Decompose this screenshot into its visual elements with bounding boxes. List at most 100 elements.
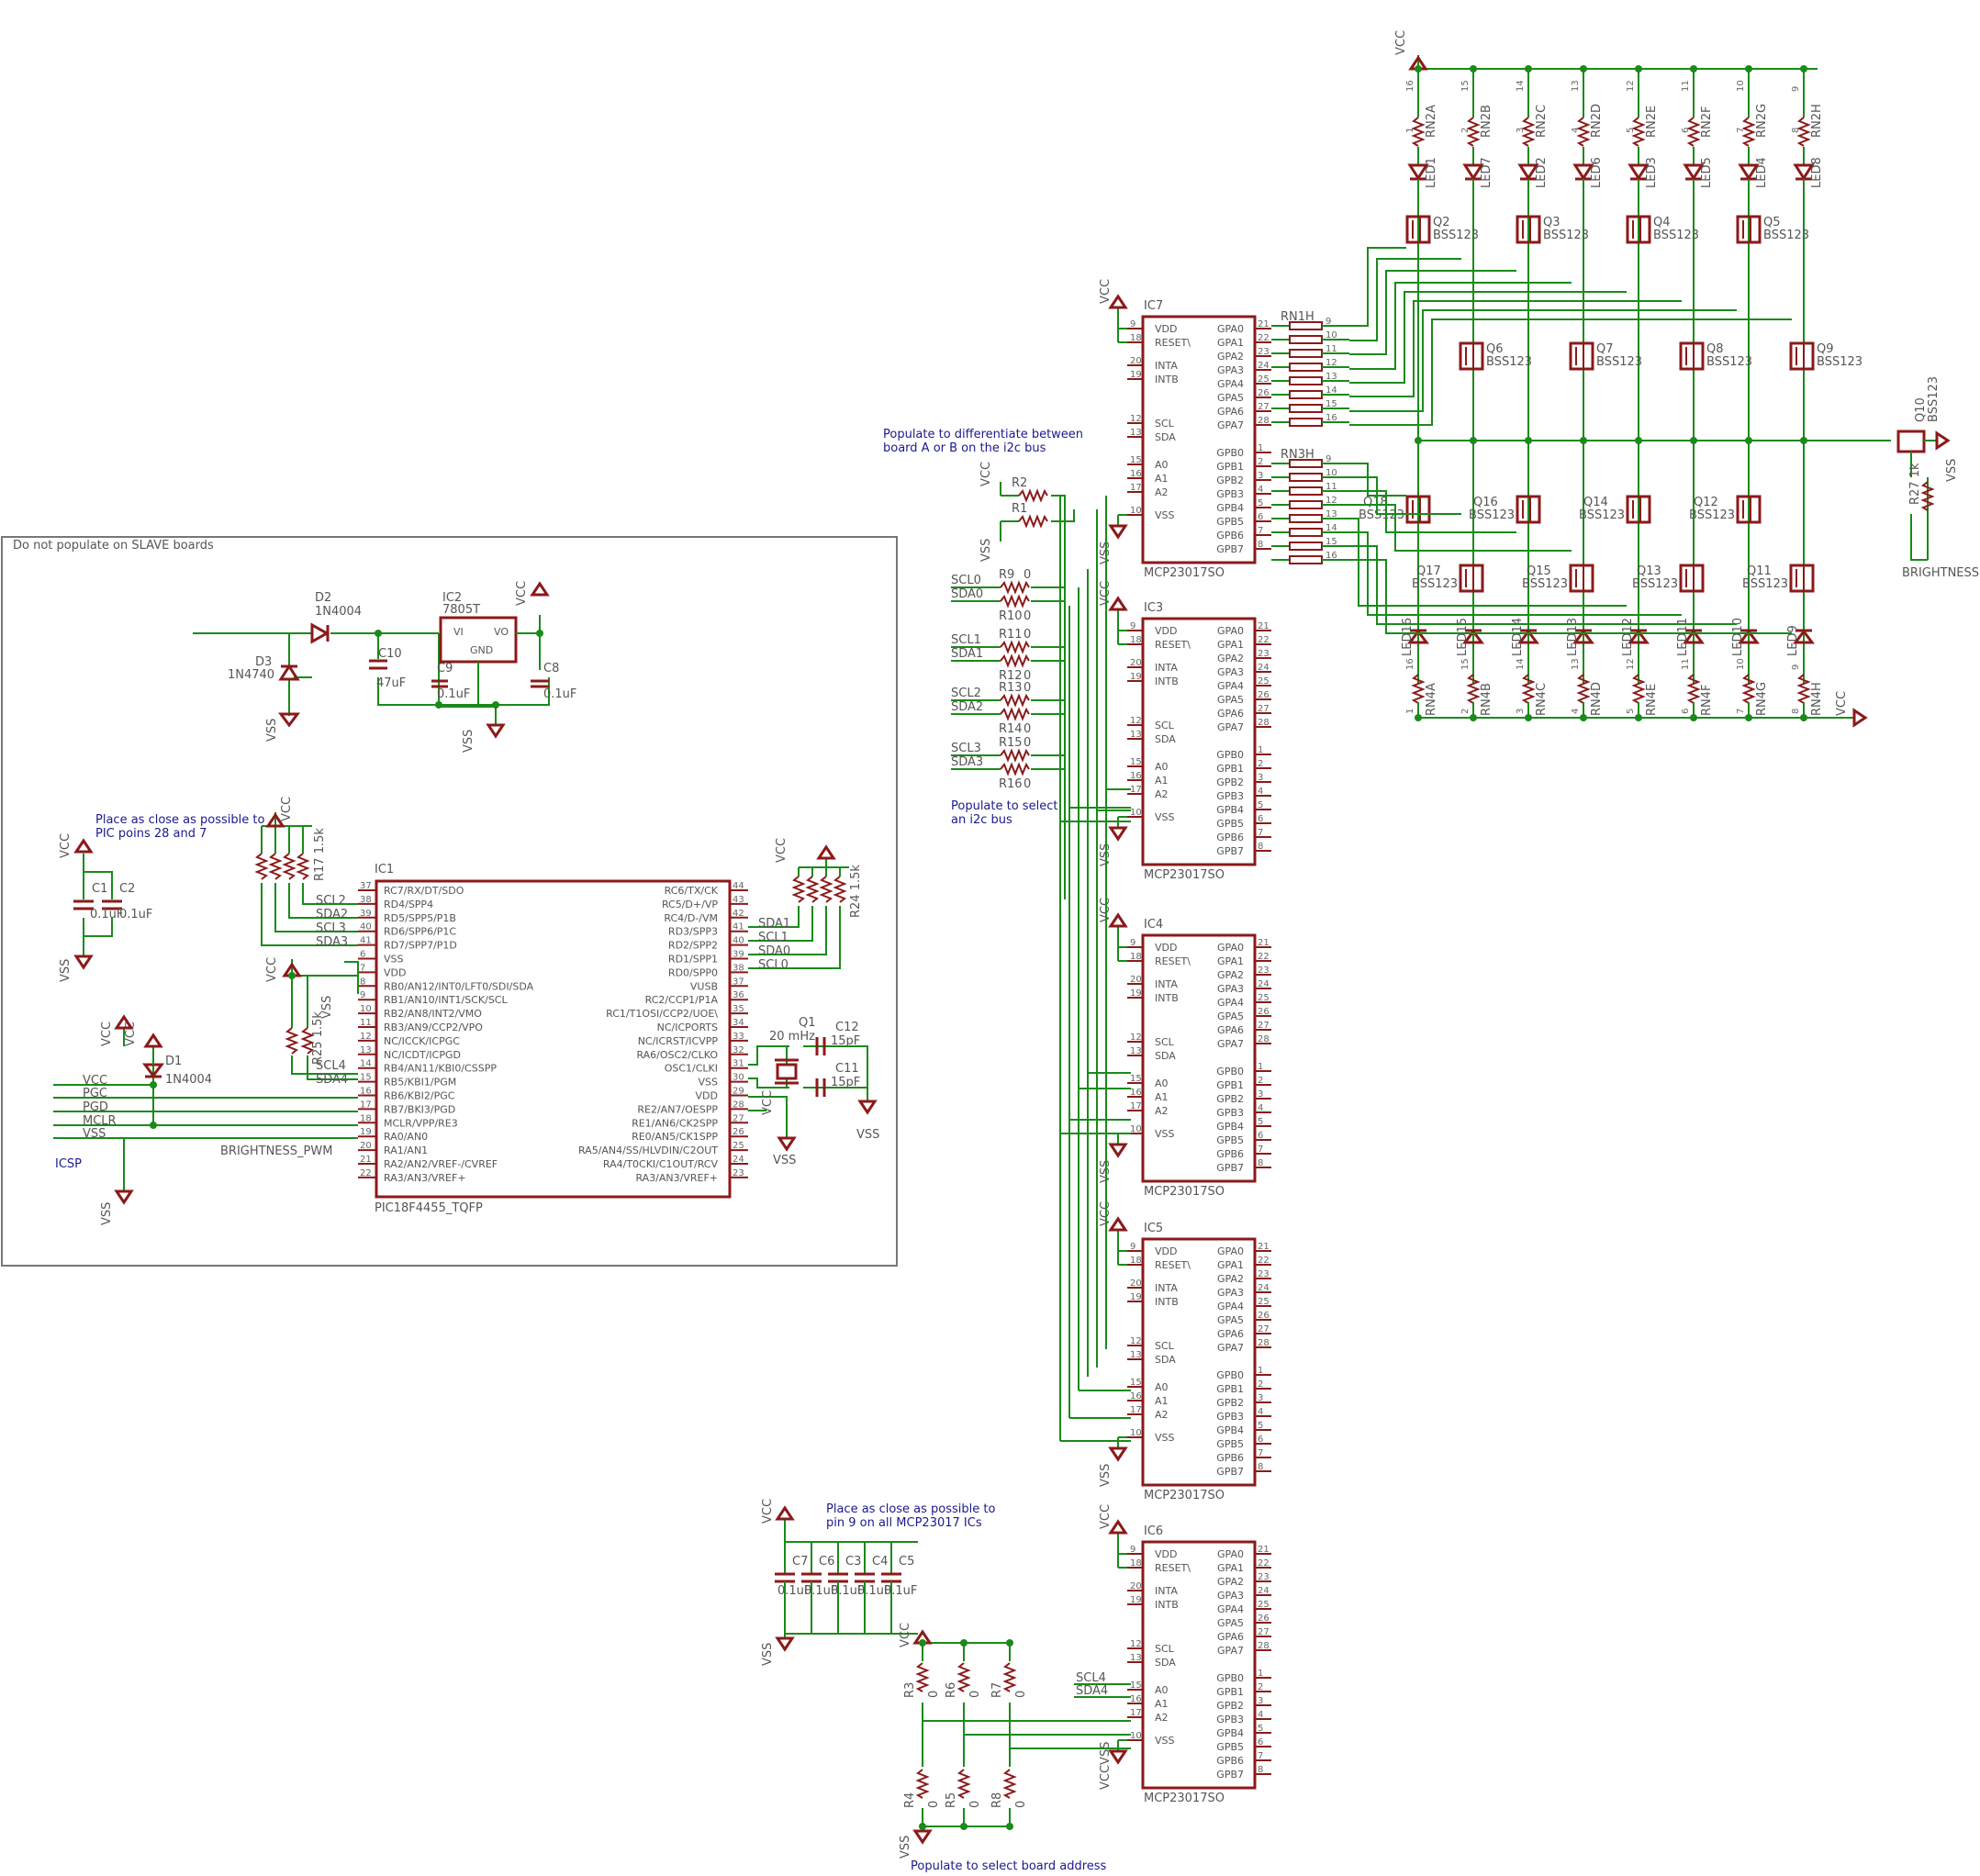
pic-pin-name: RA6/OSC2/CLKO	[636, 1049, 718, 1061]
resistor	[1576, 117, 1591, 147]
rn-pin: 2	[1460, 709, 1471, 714]
i2c-res-ref: R14	[999, 722, 1023, 736]
mcp-pin-number: 17	[1130, 483, 1142, 493]
rn-element	[1289, 486, 1323, 496]
mcp-pin-name: A1	[1155, 473, 1169, 485]
c8-val: 0.1uF	[543, 687, 576, 701]
mcp-pin-name: A1	[1155, 1091, 1169, 1103]
mosfet-value: BSS123	[1596, 355, 1642, 369]
mcp-pin-name: GPB1	[1216, 763, 1244, 775]
mcp-pin-name: GPA3	[1217, 364, 1244, 376]
mcp-pin-number: 20	[1130, 356, 1142, 366]
resistor	[1686, 117, 1701, 147]
led-ref: LED10	[1731, 618, 1745, 656]
rn-net-ref: RN1H	[1281, 310, 1314, 324]
mcp-pin-number: 2	[1258, 457, 1263, 467]
mcp-pin-name: GPB6	[1216, 832, 1244, 843]
pic-pin-name: RA5/AN4/SS/HLVDIN/C2OUT	[578, 1145, 718, 1156]
i2c-res-val: 0	[1024, 736, 1031, 750]
mcp-pin-number: 4	[1258, 485, 1263, 495]
mcp-pin-name: GPB2	[1216, 475, 1244, 486]
mcp-pin-number: 12	[1130, 1336, 1142, 1346]
mcp-pin-number: 4	[1258, 1103, 1263, 1113]
mcp-pin-number: 15	[1130, 1074, 1142, 1084]
rn-pin: 5	[1626, 128, 1636, 133]
mcp-pin-number: 25	[1258, 676, 1270, 687]
i2c-res-val: 0	[1024, 777, 1031, 791]
i2c-net-label: SCL0	[951, 574, 981, 587]
note-pic-2: PIC poins 28 and 7	[95, 827, 207, 841]
mcp-pin-number: 13	[1130, 1046, 1142, 1056]
vss-arrow	[1108, 524, 1128, 540]
cap-val: 0.1uF	[777, 1584, 811, 1598]
resistor	[1466, 117, 1481, 147]
led-icon	[1462, 163, 1484, 181]
resistor	[1631, 117, 1646, 147]
rn-pin: 10	[1736, 658, 1746, 670]
pic-pin-number: 14	[360, 1059, 372, 1069]
mcp-pin-number: 9	[1130, 938, 1135, 948]
brightness-net: BRIGHTNESS	[1902, 566, 1979, 580]
pic-pin-name: RC7/RX/DT/SDO	[384, 885, 464, 897]
c12-val: 15pF	[831, 1034, 860, 1048]
mcp-pin-number: 24	[1258, 361, 1270, 371]
rn-ref: RN2D	[1590, 104, 1604, 138]
mcp-pin-name: GPA0	[1217, 942, 1244, 954]
mcp-value: MCP23017SO	[1144, 566, 1225, 580]
d3-val: 1N4740	[228, 668, 274, 682]
net-sda4: SDA4	[316, 1073, 348, 1087]
mcp-vss: VCCVSS	[1099, 1742, 1113, 1790]
mcp-pin-name: GPA6	[1217, 1024, 1244, 1036]
rn-pin: 9	[1791, 664, 1801, 670]
ic2-vo: VO	[494, 626, 509, 638]
pic-vcc: VCC	[265, 957, 279, 982]
pic-pin-name: VSS	[699, 1077, 719, 1089]
rn-pin: 12	[1626, 658, 1636, 670]
pic-pin-number: 36	[733, 990, 744, 1000]
mcp-pin-number: 21	[1258, 1242, 1270, 1252]
mcp-pin-number: 18	[1130, 1256, 1142, 1266]
note-pic-1: Place as close as possible to	[95, 813, 265, 827]
rn-element	[1289, 376, 1323, 385]
addr-res-val: 0	[1014, 1801, 1028, 1808]
mcp-pin-name: GPA7	[1217, 1038, 1244, 1050]
mcp-pin-number: 26	[1258, 1007, 1270, 1017]
mcp-pin-number: 22	[1258, 1256, 1270, 1266]
pic-pin-name: NC/ICPORTS	[657, 1022, 718, 1033]
icsp-pgc: PGC	[83, 1087, 107, 1100]
cap-val: 0.1uF	[831, 1584, 864, 1598]
pic-pin-name: RC1/T1OSI/CCP2/UOE\	[606, 1008, 718, 1020]
mcp-pin-number: 10	[1130, 1428, 1142, 1438]
q1-val: 20 mHz	[769, 1030, 815, 1044]
mcp-pin-number: 23	[1258, 966, 1270, 976]
resistor	[1631, 674, 1646, 704]
mcp-pin-number: 16	[1130, 1088, 1142, 1098]
rn-element	[1289, 473, 1323, 482]
mcp-pin-name: GPA5	[1217, 1617, 1244, 1629]
led-ref: LED6	[1590, 157, 1604, 188]
mcp-pin-name: GPA1	[1217, 955, 1244, 967]
net-sda0: SDA0	[758, 944, 790, 958]
mcp-pin-number: 9	[1130, 1242, 1135, 1252]
mosfet-ref: Q15	[1527, 564, 1551, 578]
mcp-vcc: VCC	[1099, 1504, 1113, 1529]
mcp-pin-number: 21	[1258, 621, 1270, 631]
pic-pin-number: 32	[733, 1045, 744, 1055]
rn-pin: 13	[1571, 658, 1581, 670]
rn-pin: 10	[1326, 468, 1337, 478]
mcp-pin-number: 7	[1258, 526, 1263, 536]
c1-vss: VSS	[59, 959, 73, 982]
pic-ref: IC1	[375, 863, 394, 877]
mcp-pin-number: 22	[1258, 333, 1270, 343]
pic-pin-number: 38	[360, 895, 372, 905]
mcp-pin-number: 10	[1130, 506, 1142, 516]
rn-ref: RN2F	[1700, 106, 1714, 138]
mcp-pin-number: 25	[1258, 1600, 1270, 1610]
i2c-net-label: SDA0	[951, 587, 983, 601]
pic-pin-name: RE0/AN5/CK1SPP	[632, 1131, 718, 1143]
mcp-pin-name: GPA3	[1217, 1287, 1244, 1299]
net-scl1: SCL1	[758, 931, 789, 944]
mcp-body	[1141, 617, 1257, 866]
led-ref: LED13	[1566, 618, 1580, 656]
pic-pin-number: 28	[733, 1100, 744, 1110]
